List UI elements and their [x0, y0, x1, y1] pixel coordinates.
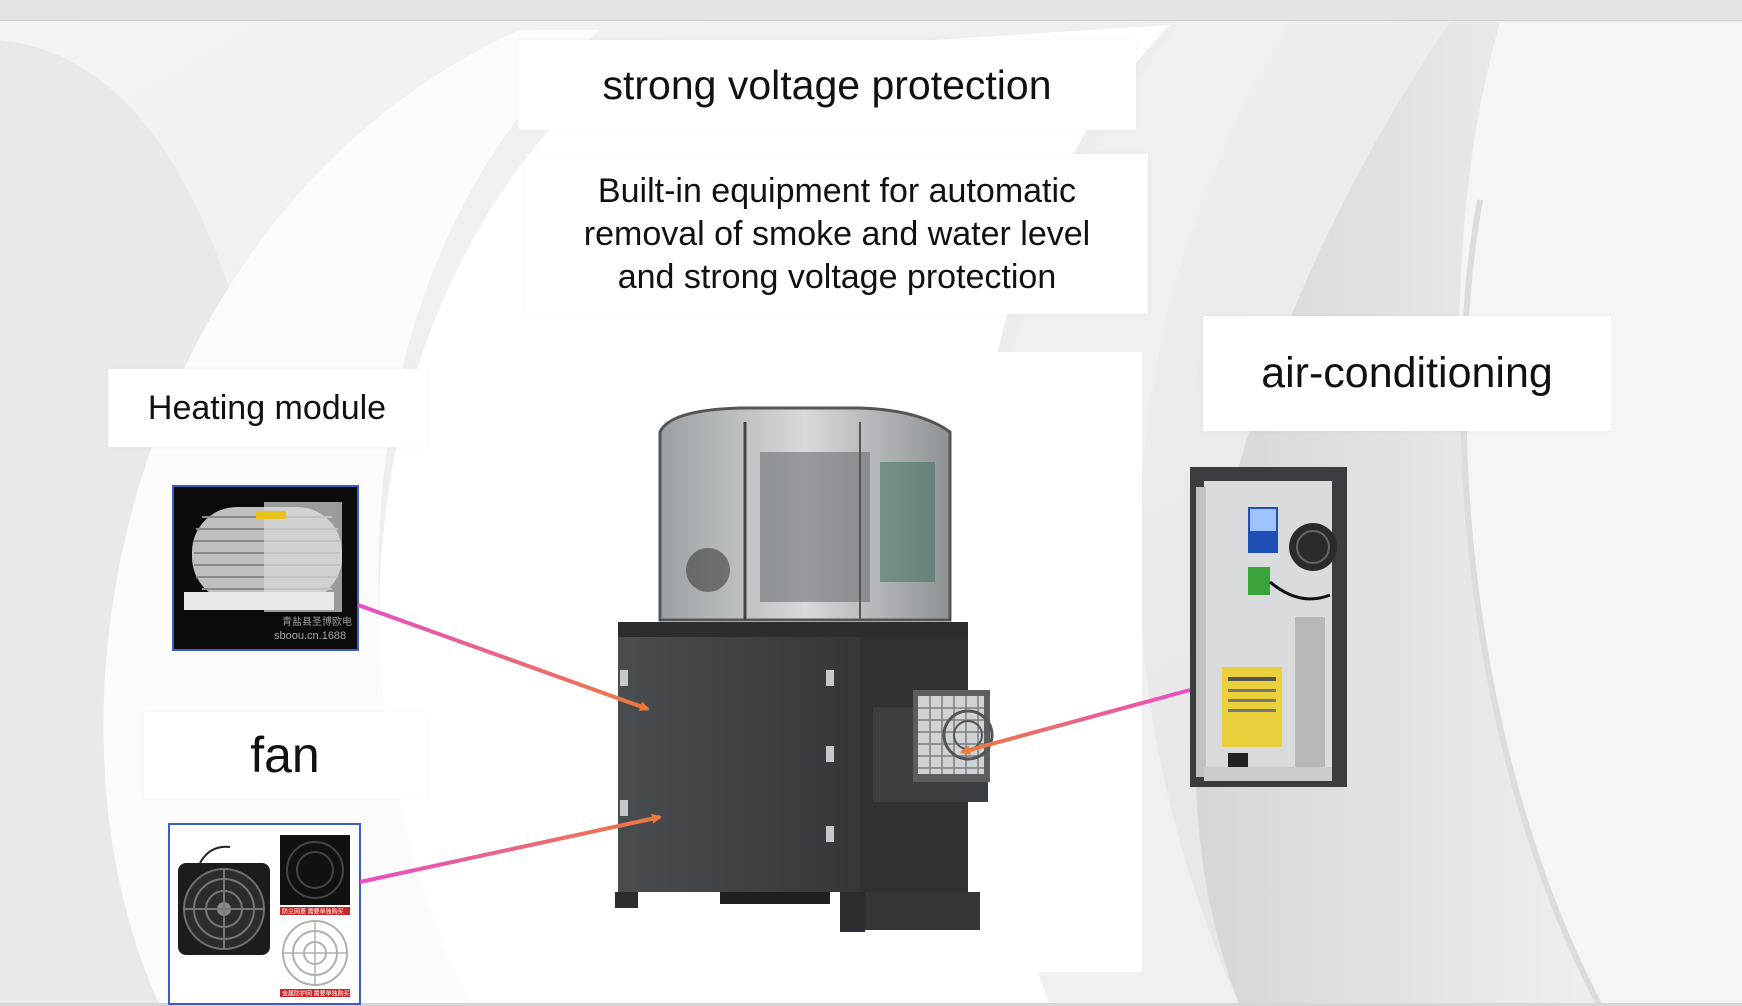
heating-label-text: Heating module	[147, 388, 387, 427]
cabinet-image-panel	[520, 352, 1142, 972]
axial-fan-icon: 防尘网罩 需要单独购买 金属防护网 需要单独购买	[170, 825, 359, 1003]
fan-label-text: fan	[250, 727, 320, 783]
ac-label-text: air-conditioning	[1261, 349, 1553, 397]
heating-watermark-2: sboou.cn.1688	[274, 630, 346, 642]
built-in-equipment-label: Built-in equipment for automatic removal…	[526, 154, 1148, 314]
cross-flow-heater-icon: 青盐县圣博欧电 sboou.cn.1688	[174, 487, 357, 649]
built-in-text: Built-in equipment for automatic removal…	[584, 170, 1090, 299]
fan-caption-2: 金属防护网 需要单独购买	[282, 990, 350, 998]
built-in-line-2: removal of smoke and water level	[583, 214, 1091, 253]
heating-watermark-1: 青盐县圣博欧电	[282, 615, 352, 628]
air-conditioning-image	[1190, 467, 1347, 787]
voltage-label-text: strong voltage protection	[602, 61, 1052, 108]
fan-caption-1: 防尘网罩 需要单独购买	[282, 908, 344, 916]
bottom-edge	[0, 1003, 1742, 1006]
fan-image: 防尘网罩 需要单独购买 金属防护网 需要单独购买	[168, 823, 361, 1005]
air-conditioning-label: air-conditioning	[1203, 316, 1611, 431]
cabinet-air-conditioner-icon	[1190, 467, 1347, 787]
top-bar	[0, 0, 1742, 21]
fan-label: fan	[144, 712, 426, 798]
equipment-cabinet-icon	[615, 406, 994, 932]
built-in-line-3: and strong voltage protection	[617, 257, 1057, 296]
heating-module-image: 青盐县圣博欧电 sboou.cn.1688	[172, 485, 359, 651]
heating-module-label: Heating module	[108, 369, 426, 447]
built-in-line-1: Built-in equipment for automatic	[597, 171, 1077, 210]
strong-voltage-protection-label: strong voltage protection	[518, 40, 1136, 130]
